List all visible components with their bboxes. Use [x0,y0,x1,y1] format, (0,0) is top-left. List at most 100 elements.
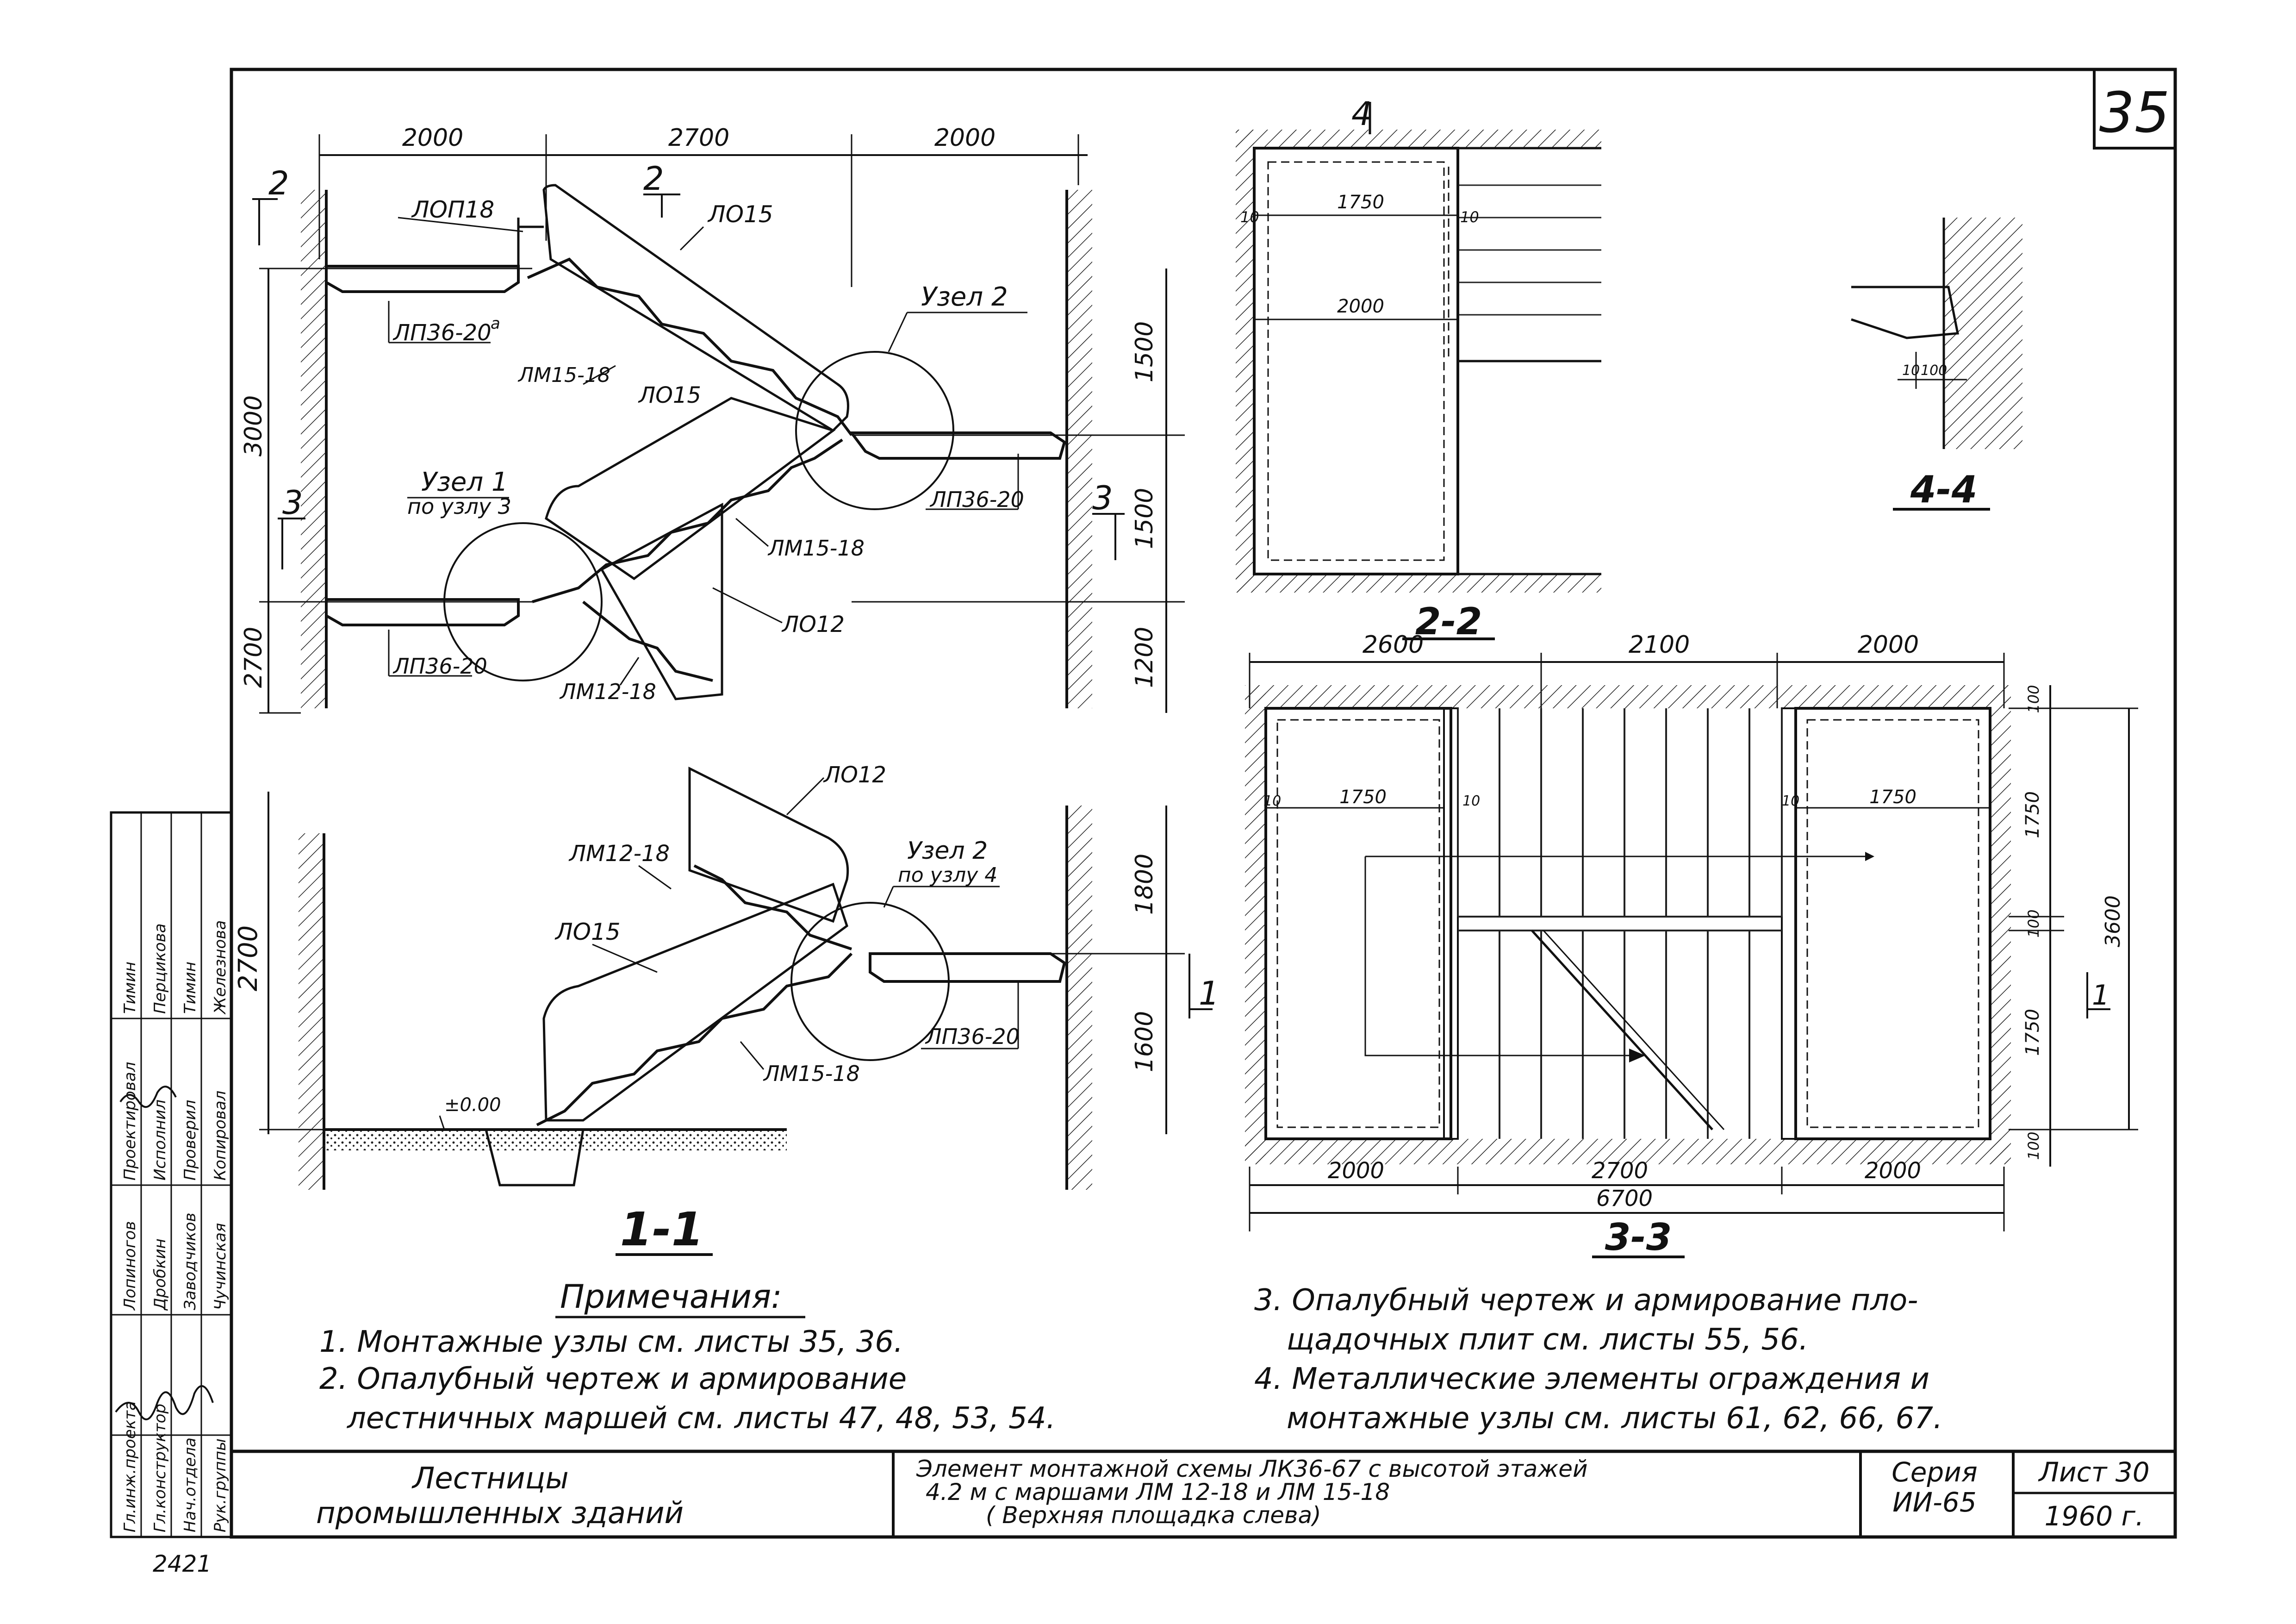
stamp-name-2: Дробкин [151,1238,169,1311]
title-desc-line1: Элемент монтажной схемы ЛК36-67 с высото… [916,1455,1588,1482]
dim-33-right-5: 100 [2025,1131,2042,1160]
dim-top-2: 2700 [668,124,729,152]
label-lm12-a: ЛМ12-18 [559,679,656,704]
dim-left-3: 2700 [233,925,263,992]
cut-mark-4: 4 [1351,95,1372,133]
left-wall-upper [301,190,326,708]
title-desc-line2: 4.2 м с маршами ЛМ 12-18 и ЛМ 15-18 [926,1479,1390,1505]
section-1-1: 2000 2700 2000 3000 2700 1500 1500 1200 [233,124,1220,1256]
dim-33-inner-5: 1750 [1869,787,1916,808]
dim-33-inner-4: 10 [1782,793,1799,809]
label-lm15-a: ЛМ15-18 [517,363,610,387]
notes-heading: Примечания: [560,1278,782,1316]
signature-scribble-1 [115,1385,214,1420]
stamp-role-4: Рук.группы [211,1438,230,1532]
dim-33-top-2: 2100 [1629,631,1690,659]
section-2-2-title: 2-2 [1415,600,1482,643]
label-node1: Узел 1 [421,467,508,497]
cut-mark-2-mid: 2 [643,160,664,198]
dim-44-100: 100 [1921,362,1947,379]
dim-33-bottom-2: 2700 [1592,1158,1648,1184]
dim-22-10-left: 10 [1240,208,1259,226]
section-3-3-title: 3-3 [1605,1216,1672,1259]
note-3b: щадочных плит см. листы 55, 56. [1287,1323,1808,1357]
dim-left-1: 3000 [240,395,268,456]
label-lp-low: ЛП36-20 [925,1024,1020,1049]
dim-33-right-3: 100 [2025,909,2042,937]
title-name-line1: Лестницы [411,1462,569,1496]
label-lp-mid: ЛП36-20 [929,487,1024,512]
dim-right-2: 1500 [1131,488,1158,549]
title-name-line2: промышленных зданий [316,1496,684,1530]
label-lo15-c: ЛО15 [554,918,621,945]
note-3a: 3. Опалубный чертеж и армирование пло- [1254,1283,1918,1318]
section-4-4: 10 100 4-4 [1851,218,2022,511]
floor-slab [324,1130,787,1150]
dim-33-inner-2: 1750 [1339,787,1387,808]
corner-number-box [2093,68,2177,150]
cut-mark-3-left: 3 [282,484,303,522]
signature-stamp: Гл.инж.проекта Гл.конструктор Нач.отдела… [110,811,233,1577]
label-lp-top: ЛП36-20 [392,320,492,346]
stamp-name2-2: Перцикова [151,923,169,1014]
stamp-role2-3: Проверил [181,1100,199,1181]
handwritten-code: 2421 [153,1550,212,1577]
stamp-name-4: Чучинская [211,1223,230,1310]
right-wall-lower [1067,806,1092,1190]
label-lm15-c: ЛМ15-18 [763,1061,860,1086]
sheet-number: Лист 30 [2038,1456,2149,1488]
label-lo12-a: ЛО12 [781,612,845,637]
stamp-name-3: Заводчиков [181,1212,199,1310]
note-4b: монтажные узлы см. листы 61, 62, 66, 67. [1287,1401,1942,1436]
label-node2-b-sub: по узлу 4 [898,863,997,887]
signature-scribble-2 [119,1086,177,1108]
label-node2-b: Узел 2 [907,837,988,865]
stamp-name2-3: Тимин [181,962,199,1014]
stamp-role-1: Гл.инж.проекта [121,1401,139,1532]
dim-33-inner-1: 10 [1263,793,1281,809]
note-1: 1. Монтажные узлы см. листы 35, 36. [319,1325,903,1359]
dim-33-top-3: 2000 [1858,631,1919,659]
dim-33-bottom-1: 2000 [1328,1158,1384,1184]
dim-44-10: 10 [1902,362,1920,379]
dim-top-1: 2000 [402,124,463,152]
section-4-4-title: 4-4 [1910,468,1978,511]
stamp-role2-4: Копировал [211,1091,230,1181]
left-wall-lower [299,833,324,1190]
dim-left-2: 2700 [240,627,268,688]
dim-33-right-total: 3600 [2101,895,2125,947]
section-1-1-title: 1-1 [620,1202,704,1256]
node-1-circle [443,522,603,681]
stamp-name-1: Лопиногов [121,1221,139,1311]
node-2-circle [795,351,954,510]
note-2a: 2. Опалубный чертеж и армирование [319,1362,907,1396]
label-lm12-b: ЛМ12-18 [568,841,670,867]
dim-22-1750: 1750 [1337,192,1384,213]
stamp-name2-1: Тимин [121,962,139,1014]
title-desc-line3: ( Верхняя площадка слева) [986,1502,1321,1529]
label-lo15-b: ЛО15 [638,382,701,408]
section-3-3: 2600 2100 2000 [1245,631,2138,1259]
label-lo12-b: ЛО12 [823,762,886,788]
dim-top-3: 2000 [934,124,996,152]
level-mark: ±0.00 [444,1094,501,1116]
dim-right-5: 1600 [1131,1011,1158,1072]
label-lop18: ЛОП18 [411,196,494,223]
stamp-name2-4: Железнова [211,920,230,1015]
dim-33-bottom-3: 2000 [1865,1158,1921,1184]
corner-number: 35 [2099,81,2170,145]
dim-33-right-2: 1750 [2022,791,2043,838]
note-4a: 4. Металлические элементы ограждения и [1254,1362,1929,1396]
label-lp-left: ЛП36-20 [392,654,487,679]
stamp-role-3: Нач.отдела [181,1437,199,1532]
dim-33-right-4: 1750 [2022,1009,2043,1056]
section-2-2: 4 10 1750 10 2000 2-2 [1236,95,1601,643]
cut-mark-1: 1 [1199,974,1220,1012]
cut-mark-2-left: 2 [268,164,289,202]
dim-33-inner-3: 10 [1462,793,1480,809]
label-lp-top-sup: а [491,314,500,333]
notes: Примечания: 1. Монтажные узлы см. листы … [319,1278,1942,1436]
label-lo15-a: ЛО15 [707,201,773,228]
dim-right-1: 1500 [1131,321,1158,382]
